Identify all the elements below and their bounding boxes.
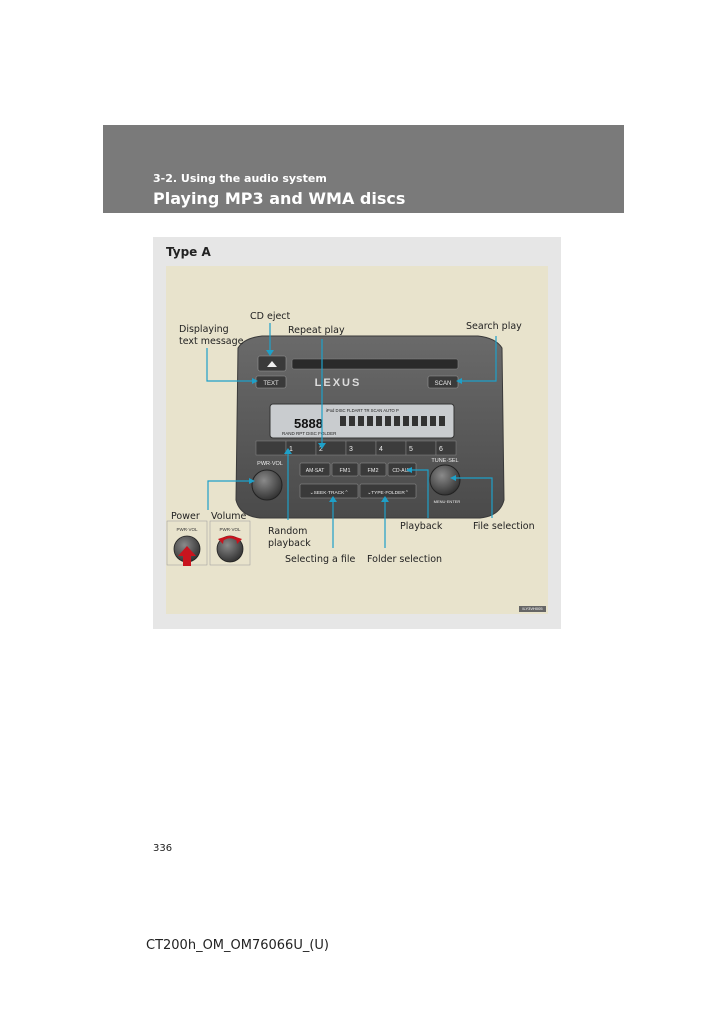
callout-folder-selection: Folder selection (367, 554, 443, 565)
callout-arrowheads (249, 350, 462, 502)
page-number: 336 (153, 843, 173, 854)
callout-random: Random (268, 526, 308, 537)
section-heading: 3-2. Using the audio system (153, 172, 327, 185)
tune-sel-knob (429, 464, 461, 496)
display-segments (340, 416, 445, 426)
header-band (103, 125, 624, 213)
inset-volume-label: PWR·VOL (219, 527, 240, 532)
page-title: Playing MP3 and WMA discs (153, 189, 406, 208)
am-sat-label: AM·SAT (306, 468, 325, 474)
fm2-label: FM2 (368, 468, 379, 474)
display-main: 5888 (294, 416, 323, 431)
callout-cd-eject: CD eject (250, 311, 291, 322)
rotate-arrowheads (218, 537, 242, 544)
callout-volume: Volume (211, 511, 247, 522)
callout-random-playback: playback (268, 538, 311, 549)
figure-code: ILY3VH005 (519, 606, 546, 612)
tune-sel-label: TUNE·SEL (431, 458, 458, 464)
press-arrow-icon (178, 546, 196, 566)
fm1-label: FM1 (340, 468, 351, 474)
pwr-vol-knob (251, 469, 283, 501)
callout-search-play: Search play (466, 321, 522, 332)
preset-buttons (255, 440, 457, 456)
display-top-line: iPod DISC FLDART TR SCAN AUTO P (326, 408, 399, 413)
type-folder-label: ⌄TYPE·FOLDER⌃ (367, 490, 409, 496)
inset-power-label: PWR·VOL (176, 527, 197, 532)
callout-lines (206, 323, 497, 548)
preset-3: 3 (349, 446, 353, 453)
callout-displaying: Displaying (179, 324, 229, 335)
preset-6: 6 (439, 446, 443, 453)
pwr-vol-label: PWR·VOL (257, 461, 283, 467)
menu-enter-label: MENU·ENTER (434, 499, 461, 504)
callout-file-selection: File selection (473, 521, 535, 532)
brand-logo: LEXUS (315, 377, 362, 389)
cd-slot (291, 358, 459, 370)
callout-selecting-file: Selecting a file (285, 554, 356, 565)
callout-power: Power (171, 511, 200, 522)
type-label: Type A (166, 245, 211, 259)
preset-2: 2 (319, 446, 323, 453)
preset-4: 4 (379, 446, 383, 453)
callout-repeat-play: Repeat play (288, 325, 345, 336)
scan-button-label: SCAN (435, 381, 452, 387)
text-button-label: TEXT (263, 381, 279, 387)
footer-code: CT200h_OM_OM76066U_(U) (146, 938, 329, 953)
callout-playback: Playback (400, 521, 443, 532)
eject-icon (267, 361, 277, 367)
display-bottom-line: RAND RPT DISC FOLDER (282, 431, 337, 436)
preset-5: 5 (409, 446, 413, 453)
callout-text-message: text message (179, 336, 244, 347)
cd-aux-label: CD·AUX (392, 468, 412, 474)
seek-track-label: ⌄SEEK·TRACK⌃ (310, 490, 349, 496)
preset-1: 1 (289, 446, 293, 453)
